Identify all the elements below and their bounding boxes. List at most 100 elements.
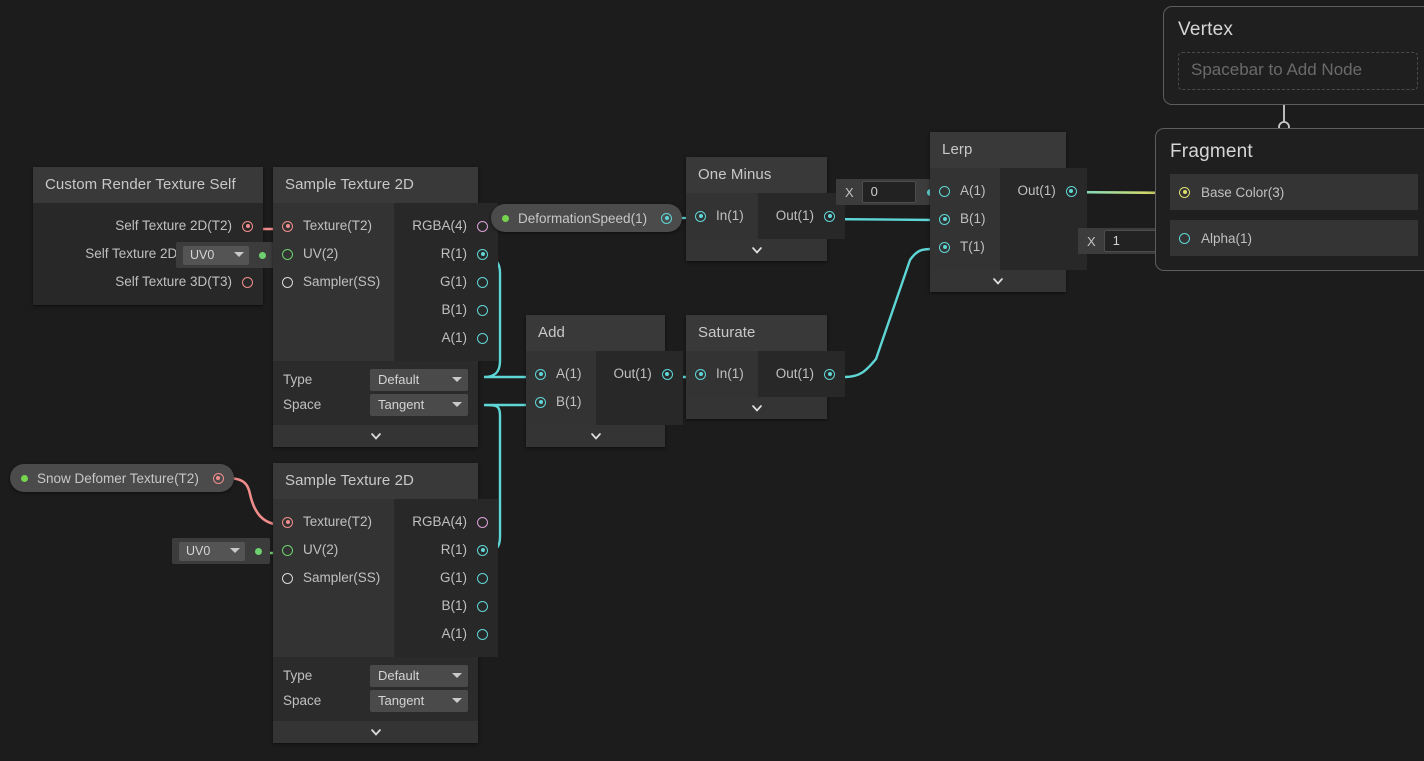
value-field-x[interactable]: 1: [1103, 230, 1158, 252]
port-row[interactable]: R(1): [394, 240, 498, 268]
port-row[interactable]: T(1): [930, 233, 1000, 261]
port-dot-icon[interactable]: [1065, 185, 1077, 197]
space-dropdown[interactable]: Tangent: [370, 689, 468, 712]
fragment-block-alpha[interactable]: Alpha(1): [1170, 220, 1418, 256]
port-row[interactable]: In(1): [686, 360, 758, 388]
port-row[interactable]: RGBA(4): [394, 508, 498, 536]
port-dot-icon[interactable]: [535, 368, 546, 380]
uv-channel-widget-bottom[interactable]: UV0: [172, 538, 270, 564]
port-row[interactable]: Texture(T2): [273, 212, 394, 240]
node-expander-toggle[interactable]: [273, 721, 478, 743]
port-row[interactable]: G(1): [394, 268, 498, 296]
master-node-fragment[interactable]: Fragment Base Color(3) Alpha(1): [1155, 128, 1424, 271]
property-node-deformation-speed[interactable]: DeformationSpeed(1): [491, 204, 683, 232]
fragment-block-base-color[interactable]: Base Color(3): [1170, 174, 1418, 210]
port-row[interactable]: B(1): [394, 592, 498, 620]
port-dot-icon[interactable]: [824, 210, 836, 222]
port-row[interactable]: UV(2): [273, 240, 394, 268]
port-row[interactable]: R(1): [394, 536, 498, 564]
port-dot-icon[interactable]: [939, 213, 950, 225]
port-row[interactable]: A(1): [394, 324, 498, 352]
setting-row-space[interactable]: Space Tangent: [283, 392, 468, 417]
uv-channel-widget-top[interactable]: UV0: [176, 242, 274, 268]
node-expander-toggle[interactable]: [930, 270, 1066, 292]
port-row[interactable]: A(1): [526, 360, 596, 388]
node-expander-toggle[interactable]: [273, 425, 478, 447]
port-row[interactable]: G(1): [394, 564, 498, 592]
port-dot-icon[interactable]: [282, 544, 293, 556]
port-dot-icon[interactable]: [535, 396, 546, 408]
port-dot-icon[interactable]: [477, 248, 489, 260]
port-row[interactable]: Out(1): [1000, 177, 1087, 205]
port-row[interactable]: Self Texture 3D(T3): [67, 268, 263, 296]
value-field-x[interactable]: 0: [861, 181, 916, 203]
port-dot-icon[interactable]: [477, 516, 489, 528]
port-dot-icon[interactable]: [212, 472, 224, 484]
node-custom-render-texture-self[interactable]: Custom Render Texture Self Self Texture …: [33, 167, 263, 305]
port-row[interactable]: RGBA(4): [394, 212, 498, 240]
property-node-snow-deformer-texture[interactable]: Snow Defomer Texture(T2): [10, 464, 234, 492]
port-dot-icon[interactable]: [477, 544, 489, 556]
port-dot-icon[interactable]: [1179, 232, 1190, 244]
port-dot-icon[interactable]: [695, 210, 706, 222]
port-row[interactable]: Texture(T2): [273, 508, 394, 536]
port-dot-icon[interactable]: [824, 368, 836, 380]
node-one-minus[interactable]: One Minus In(1) Out(1): [686, 157, 846, 261]
port-row[interactable]: B(1): [526, 388, 596, 416]
setting-row-space[interactable]: Space Tangent: [283, 688, 468, 713]
port-dot-icon[interactable]: [477, 304, 489, 316]
port-dot-icon[interactable]: [242, 276, 253, 288]
port-dot-icon[interactable]: [282, 516, 293, 528]
vertex-add-node-slot[interactable]: Spacebar to Add Node: [1178, 52, 1418, 90]
port-dot-icon[interactable]: [242, 220, 253, 232]
port-dot-icon[interactable]: [695, 368, 706, 380]
uv-channel-dropdown[interactable]: UV0: [179, 541, 245, 561]
port-dot-icon[interactable]: [477, 332, 489, 344]
type-dropdown[interactable]: Default: [370, 368, 468, 391]
node-expander-toggle[interactable]: [526, 425, 665, 447]
port-row[interactable]: B(1): [930, 205, 1000, 233]
setting-row-type[interactable]: Type Default: [283, 367, 468, 392]
port-dot-icon[interactable]: [1179, 186, 1190, 198]
port-row[interactable]: Sampler(SS): [273, 268, 394, 296]
port-dot-icon[interactable]: [282, 248, 293, 260]
node-expander-toggle[interactable]: [686, 239, 827, 261]
node-saturate[interactable]: Saturate In(1) Out(1): [686, 315, 846, 419]
port-dot-icon[interactable]: [477, 628, 489, 640]
port-row[interactable]: B(1): [394, 296, 498, 324]
node-sample-texture-2d-bottom[interactable]: Sample Texture 2D Texture(T2) UV(2) Samp…: [273, 463, 499, 743]
port-row[interactable]: Out(1): [596, 360, 683, 388]
port-dot-icon[interactable]: [477, 600, 489, 612]
port-row[interactable]: UV(2): [273, 536, 394, 564]
uv-output-dot-icon[interactable]: [259, 251, 266, 259]
node-lerp[interactable]: Lerp A(1) B(1) T(1) Out(1): [930, 132, 1087, 292]
master-node-vertex[interactable]: Vertex Spacebar to Add Node: [1163, 6, 1424, 105]
port-row[interactable]: In(1): [686, 202, 758, 230]
port-row[interactable]: Sampler(SS): [273, 564, 394, 592]
port-row[interactable]: Out(1): [758, 360, 845, 388]
port-dot-icon[interactable]: [282, 220, 293, 232]
type-dropdown[interactable]: Default: [370, 664, 468, 687]
port-row[interactable]: Out(1): [758, 202, 845, 230]
port-dot-icon[interactable]: [661, 368, 673, 380]
value-widget-lerp-a[interactable]: X 0: [836, 179, 941, 205]
port-row[interactable]: A(1): [394, 620, 498, 648]
port-dot-icon[interactable]: [477, 220, 489, 232]
port-dot-icon[interactable]: [477, 276, 489, 288]
space-dropdown[interactable]: Tangent: [370, 393, 468, 416]
node-add[interactable]: Add A(1) B(1) Out(1): [526, 315, 683, 447]
port-dot-icon[interactable]: [661, 212, 673, 224]
port-dot-icon[interactable]: [282, 276, 293, 288]
node-sample-texture-2d-top[interactable]: Sample Texture 2D Texture(T2) UV(2) Samp…: [273, 167, 499, 447]
port-dot-icon[interactable]: [477, 572, 489, 584]
port-dot-icon[interactable]: [939, 185, 950, 197]
port-row[interactable]: Self Texture 2D(T2): [67, 212, 263, 240]
port-dot-icon[interactable]: [282, 572, 293, 584]
node-expander-toggle[interactable]: [686, 397, 827, 419]
uv-output-dot-icon[interactable]: [255, 547, 262, 555]
port-row[interactable]: A(1): [930, 177, 1000, 205]
uv-channel-dropdown[interactable]: UV0: [183, 245, 249, 265]
setting-row-type[interactable]: Type Default: [283, 663, 468, 688]
port-dot-icon[interactable]: [939, 241, 950, 253]
